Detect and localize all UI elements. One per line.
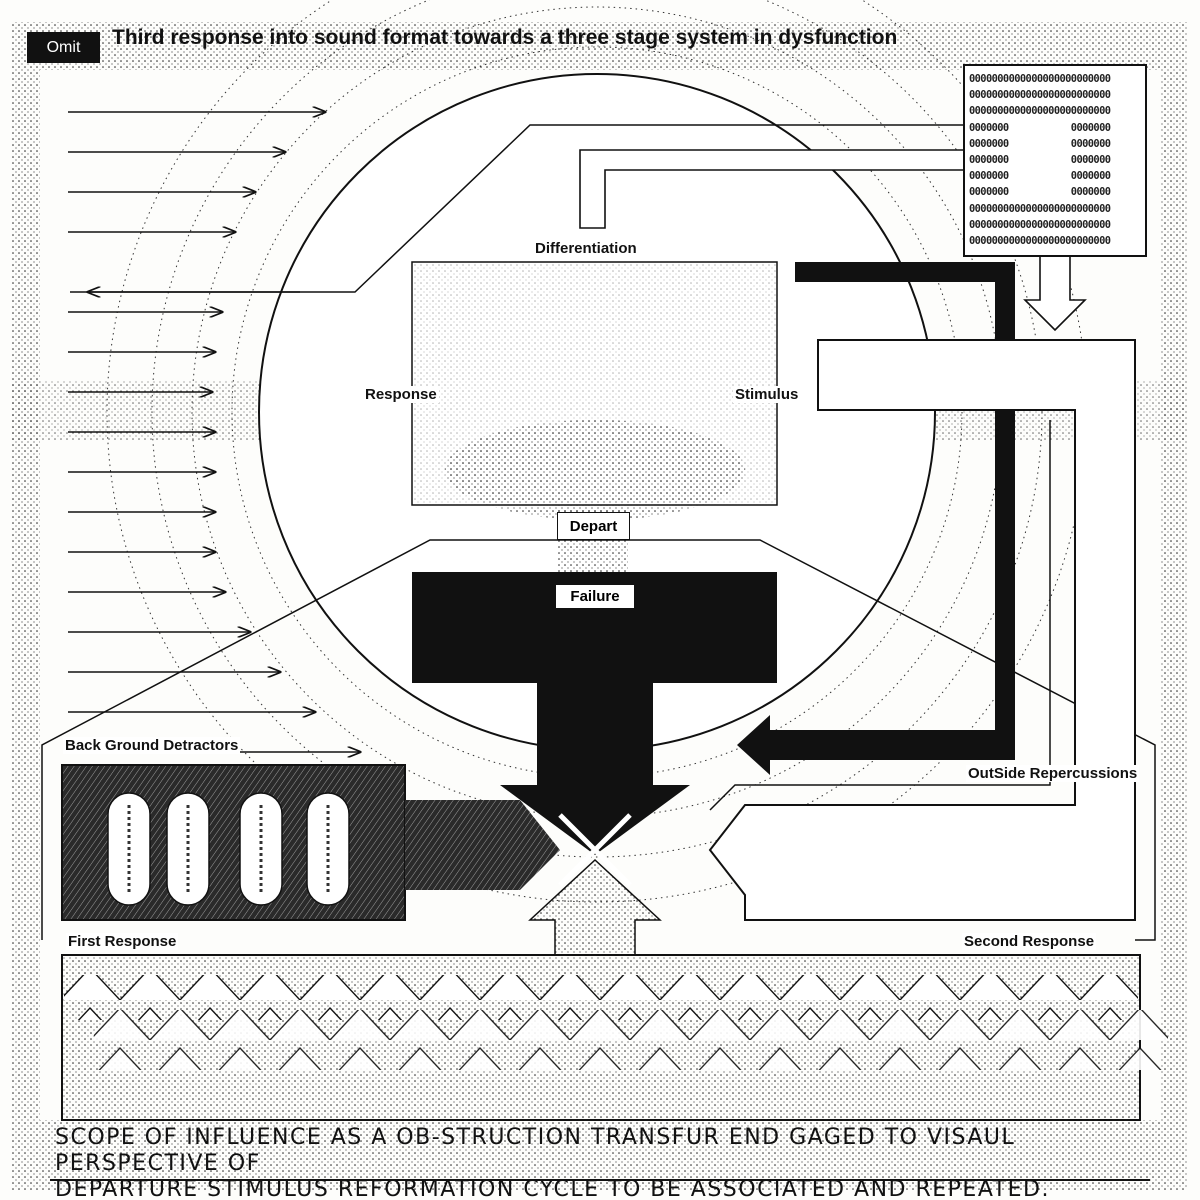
caption-line-1: Scope of influence as a ob-struction tra… [55, 1125, 1016, 1176]
handwritten-caption: Scope of influence as a ob-struction tra… [55, 1125, 1150, 1200]
label-outside-repercussions: OutSide Repercussions [966, 765, 1140, 782]
binary-row: 0000000 0000000 [969, 186, 1111, 199]
caption-line-2: departure stimulus reformation cycle to … [55, 1177, 1050, 1200]
label-differentiation: Differentiation [533, 240, 639, 257]
page-title: Third response into sound format towards… [112, 26, 898, 49]
omit-badge: Omit [27, 32, 100, 63]
binary-row: 0000000000000000000000000 [969, 105, 1111, 118]
binary-row: 0000000000000000000000000 [969, 235, 1111, 248]
binary-row: 0000000000000000000000000 [969, 202, 1111, 215]
binary-row: 0000000 0000000 [969, 137, 1111, 150]
binary-row: 0000000000000000000000000 [969, 89, 1111, 102]
binary-row: 0000000 0000000 [969, 170, 1111, 183]
x-junction [558, 813, 632, 887]
label-first-response: First Response [66, 933, 179, 950]
label-failure: Failure [555, 584, 635, 609]
label-stimulus: Stimulus [733, 386, 801, 403]
outside-repercussions-arrow [737, 262, 1015, 775]
binary-block: 0000000000000000000000000 000000000000000… [963, 64, 1147, 257]
second-response-channel [708, 339, 1136, 921]
binary-row: 0000000000000000000000000 [969, 73, 1111, 85]
label-response: Response [363, 386, 439, 403]
label-depart: Depart [557, 512, 630, 540]
binary-row: 0000000000000000000000000 [969, 218, 1111, 231]
failure-t-arrow [412, 572, 777, 855]
label-second-response: Second Response [962, 933, 1097, 950]
binary-row: 0000000 0000000 [969, 154, 1111, 167]
label-background-detractors: Back Ground Detractors [63, 737, 241, 754]
binary-row: 0000000 0000000 [969, 121, 1111, 134]
